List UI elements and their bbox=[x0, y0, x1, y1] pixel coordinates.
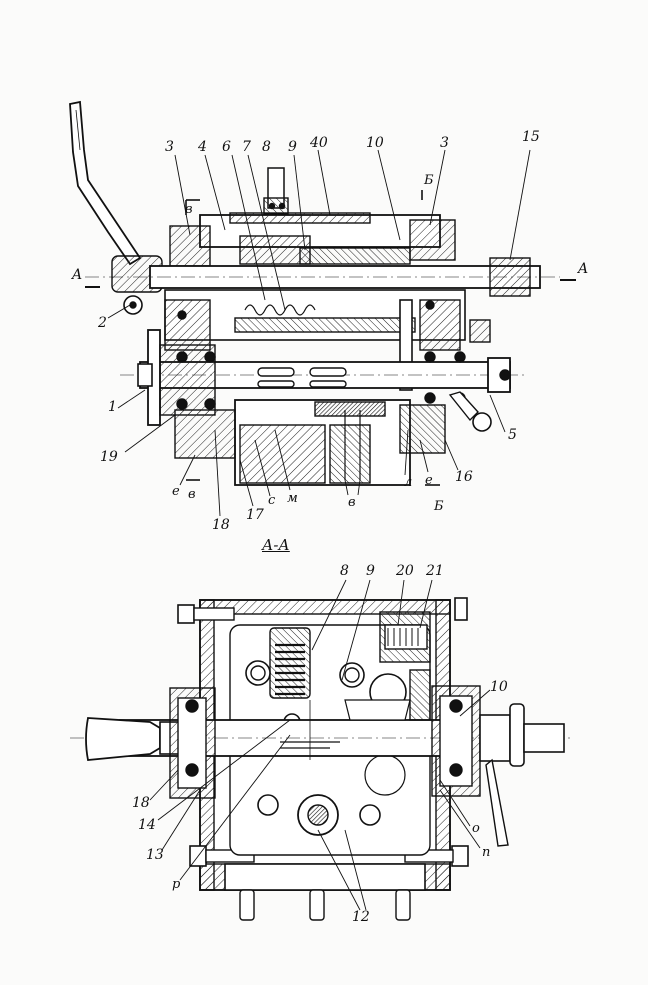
label-part-19: 19 bbox=[100, 449, 118, 465]
label-part-5: 5 bbox=[508, 427, 517, 443]
label-section-n: п bbox=[482, 845, 491, 860]
label-e-left: е bbox=[172, 484, 180, 499]
top-view bbox=[69, 100, 576, 517]
label-section-part-9: 9 bbox=[366, 563, 375, 579]
label-section-v-bottom: в bbox=[188, 487, 196, 502]
label-section-v-top: в bbox=[185, 202, 193, 217]
label-c: с bbox=[268, 493, 276, 508]
label-part-2: 2 bbox=[98, 315, 107, 331]
label-part-9: 9 bbox=[288, 139, 297, 155]
label-part-3-left: 3 bbox=[165, 139, 174, 155]
section-view bbox=[70, 579, 570, 921]
lever-handle bbox=[69, 100, 142, 266]
label-m: м bbox=[287, 491, 298, 506]
label-part-3-right: 3 bbox=[440, 135, 449, 151]
label-section-b-bottom: Б bbox=[434, 499, 444, 514]
label-section-o: о bbox=[472, 821, 480, 836]
label-section-part-18: 18 bbox=[132, 795, 150, 811]
label-l: л bbox=[404, 475, 413, 490]
label-section-part-21: 21 bbox=[426, 563, 444, 579]
label-part-4: 4 bbox=[198, 139, 207, 155]
label-part-17: 17 bbox=[246, 507, 264, 523]
label-section-part-10: 10 bbox=[490, 679, 508, 695]
label-section-part-14: 14 bbox=[138, 817, 156, 833]
upper-shaft bbox=[149, 265, 541, 289]
label-section-part-8: 8 bbox=[340, 563, 349, 579]
label-section-part-12: 12 bbox=[352, 909, 370, 925]
left-knob bbox=[85, 717, 161, 761]
label-part-15: 15 bbox=[522, 129, 540, 145]
label-section-a-right: A bbox=[578, 261, 589, 277]
label-section-part-13: 13 bbox=[146, 847, 164, 863]
section-title: А-А bbox=[262, 536, 290, 554]
label-section-a-left: A bbox=[72, 267, 83, 283]
label-v-mid: в bbox=[348, 495, 356, 510]
label-part-10: 10 bbox=[366, 135, 384, 151]
label-part-16: 16 bbox=[455, 469, 473, 485]
label-part-40: 40 bbox=[310, 135, 328, 151]
label-part-18: 18 bbox=[212, 517, 230, 533]
label-e-mid: е bbox=[425, 473, 433, 488]
label-part-6: 6 bbox=[222, 139, 231, 155]
label-section-p: р bbox=[172, 877, 181, 892]
label-part-8: 8 bbox=[262, 139, 271, 155]
label-part-1: 1 bbox=[108, 399, 117, 415]
label-part-7: 7 bbox=[242, 139, 251, 155]
label-section-part-20: 20 bbox=[396, 563, 414, 579]
label-section-b-top: Б bbox=[424, 173, 434, 188]
